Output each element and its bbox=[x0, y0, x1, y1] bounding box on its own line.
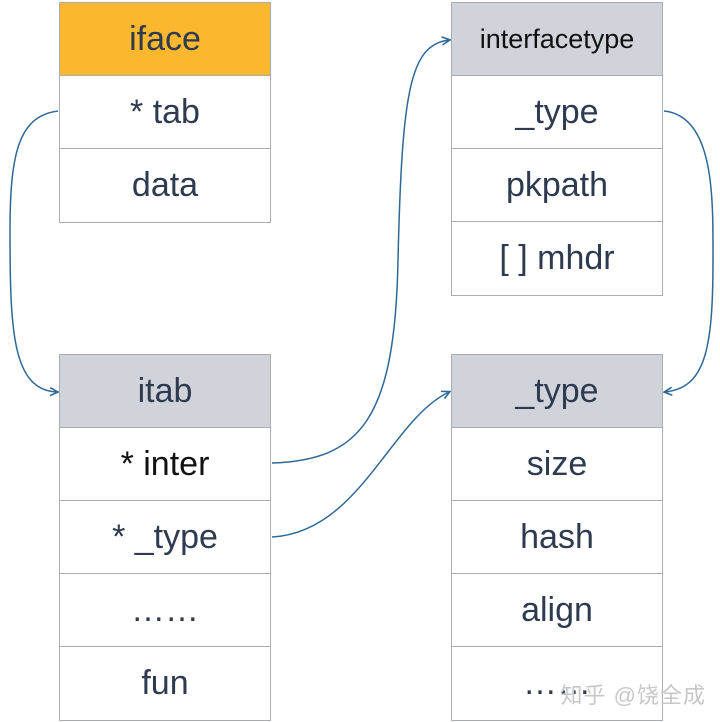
interfacetype-field-type: _type bbox=[452, 76, 662, 149]
interfacetype-header: interfacetype bbox=[452, 3, 662, 76]
iface-field-data: data bbox=[131, 166, 199, 204]
itab-field-inter: * inter bbox=[60, 428, 270, 501]
iface-struct: iface * tab data bbox=[59, 2, 271, 223]
itab-struct: itab * inter * _type …… fun bbox=[59, 354, 271, 721]
iface-field-tab: * tab bbox=[60, 76, 270, 149]
iface-header: iface bbox=[60, 3, 270, 76]
arrow-tab-to-itab bbox=[9, 110, 58, 392]
arrow-inter-to-interfacetype bbox=[271, 40, 449, 464]
interfacetype-field-pkpath: pkpath bbox=[452, 149, 662, 222]
watermark: 知乎 @饶全成 bbox=[560, 683, 706, 708]
itab-field-ellipsis: …… bbox=[60, 574, 270, 647]
itab-field-fun: fun bbox=[141, 664, 189, 702]
itab-field-type: * _type bbox=[60, 501, 270, 574]
arrow-type-to-type bbox=[271, 392, 449, 538]
type-field-hash: hash bbox=[452, 501, 662, 574]
type-field-size: size bbox=[452, 428, 662, 501]
type-struct: _type size hash align …… bbox=[451, 354, 663, 721]
type-header: _type bbox=[452, 355, 662, 428]
interfacetype-struct: interfacetype _type pkpath [ ] mhdr bbox=[451, 2, 663, 296]
type-field-align: align bbox=[452, 574, 662, 647]
interfacetype-field-mhdr: [ ] mhdr bbox=[499, 239, 615, 277]
arrow-interfacetype-type-to-type bbox=[664, 110, 714, 392]
type-field-ellipsis: …… bbox=[523, 664, 591, 702]
itab-header: itab bbox=[60, 355, 270, 428]
